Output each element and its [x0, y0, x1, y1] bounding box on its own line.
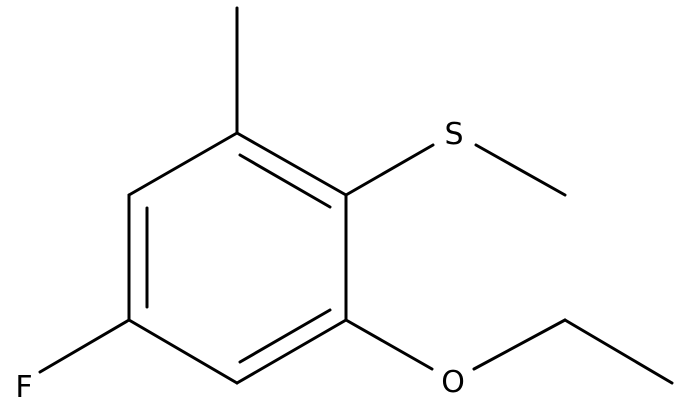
bond-c3-oxygen: [344, 318, 434, 371]
double-bond-inner-c3-c4: [238, 308, 332, 364]
bond-sulfur-methyl: [474, 143, 567, 197]
oxygen-atom-label: O: [441, 365, 465, 400]
double-bond-inner-c1-c2: [238, 153, 332, 209]
sulfur-atom-label: S: [444, 117, 463, 152]
ring-bond-c3-c4: [235, 318, 348, 385]
bond-ch2-ch3: [563, 318, 674, 385]
ring-bond-c4-c5: [127, 318, 239, 385]
ring-bond-c6-c1: [127, 131, 239, 197]
bond-c5-fluorine: [38, 318, 131, 374]
ring-bond-c1-c2: [235, 131, 348, 197]
bond-oxygen-ch2: [472, 318, 567, 371]
bond-c2-sulfur: [344, 143, 435, 197]
fluorine-atom-label: F: [15, 370, 32, 405]
